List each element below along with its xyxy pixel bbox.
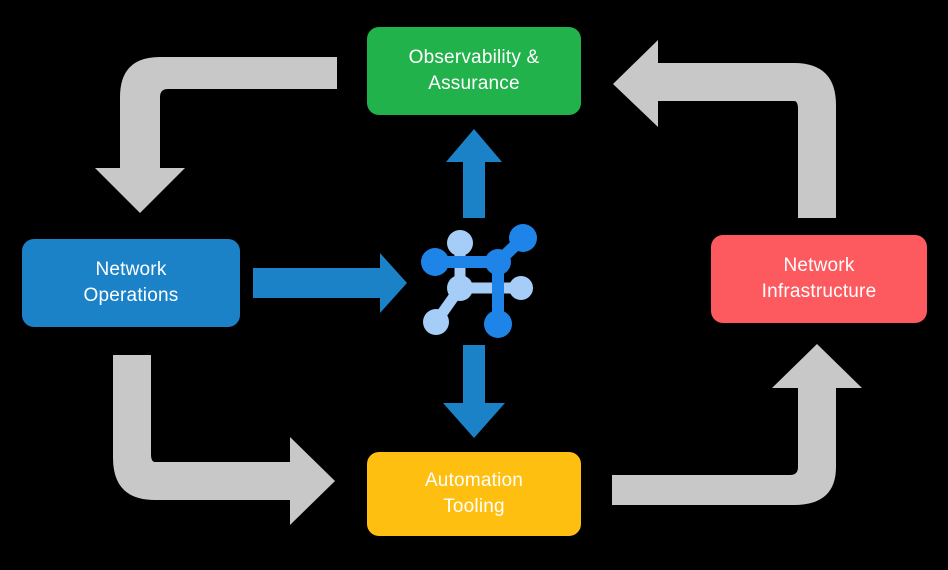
connector-operations-to-automation (113, 355, 335, 525)
connector-operations-to-center (253, 253, 407, 313)
connector-center-to-observability (446, 129, 502, 218)
connector-center-to-automation (443, 345, 505, 438)
node-label-observability: Observability & Assurance (408, 47, 540, 94)
node-label-automation-tooling: Automation Tooling (424, 470, 524, 517)
node-network-operations[interactable]: Network Operations (22, 239, 240, 327)
node-label-network-infrastructure: Network Infrastructure (761, 255, 877, 302)
connector-automation-to-infrastructure (612, 344, 862, 505)
node-observability-assurance[interactable]: Observability & Assurance (367, 27, 581, 115)
node-label-network-operations: Network Operations (83, 259, 179, 306)
network-topology-icon (421, 224, 537, 338)
node-automation-tooling[interactable]: Automation Tooling (367, 452, 581, 536)
connector-infrastructure-to-observability (613, 40, 836, 218)
node-network-infrastructure[interactable]: Network Infrastructure (711, 235, 927, 323)
connector-observability-to-operations (95, 57, 337, 213)
